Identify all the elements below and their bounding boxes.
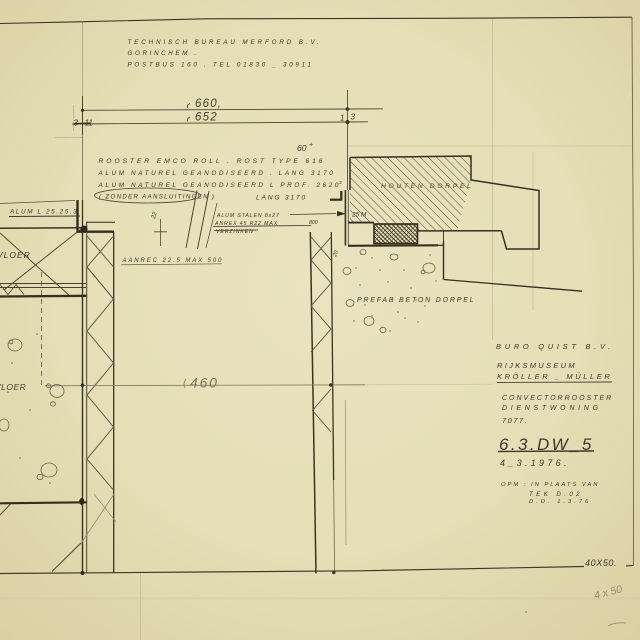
svg-text:ROOSTER EMCO ROLL . ROST: ROOSTER EMCO ROLL . ROST TYPE 616 (99, 158, 326, 165)
svg-text:TEK D.02: TEK D.02 (529, 491, 583, 498)
svg-text:VERZINKEN: VERZINKEN (216, 229, 254, 235)
svg-text:( ZONDER AANSLUITINGEN ): ( ZONDER AANSLUITINGEN ) (99, 194, 215, 201)
svg-text:660,: 660, (195, 98, 222, 110)
svg-text:D.D. 1.3.76: D.D. 1.3.76 (529, 499, 591, 505)
svg-text:40X50.: 40X50. (585, 558, 617, 568)
svg-text:LANG 3170: LANG 3170 (256, 195, 307, 202)
svg-text:DIENSTWONING: DIENSTWONING (502, 405, 602, 412)
svg-text:VLOER: VLOER (0, 250, 31, 260)
svg-text:60: 60 (297, 143, 307, 153)
svg-text:11: 11 (85, 119, 93, 128)
svg-text:HOUTEN DORPEL: HOUTEN DORPEL (381, 183, 473, 190)
svg-text:ALUM STALEN 8x27: ALUM STALEN 8x27 (216, 213, 280, 219)
svg-text:ALUM NATUREL GEANODISEERD: ALUM NATUREL GEANODISEERD L PROF. 2620 (98, 182, 342, 189)
svg-text:VLOER: VLOER (0, 382, 26, 392)
svg-text:4_3.1976.: 4_3.1976. (500, 458, 570, 468)
svg-text:KRÖLLER _ MÜLLER: KRÖLLER _ MÜLLER (497, 372, 612, 381)
svg-text:20: 20 (332, 249, 340, 259)
svg-text:ALUM NATUREL GEANODISEERD .: ALUM NATUREL GEANODISEERD . LANG 3170 (98, 170, 336, 177)
svg-text:CONVECTORROOSTER: CONVECTORROOSTER (502, 395, 613, 402)
svg-text:ANREX 45 R22 MAX: ANREX 45 R22 MAX (214, 221, 278, 227)
svg-text:BURO QUIST B.V.: BURO QUIST B.V. (496, 342, 614, 351)
svg-text:652: 652 (195, 112, 218, 124)
svg-text:3: 3 (74, 119, 79, 128)
svg-text:3: 3 (351, 113, 356, 122)
svg-text:800: 800 (309, 220, 318, 226)
svg-text:PREFAB BETON DORPEL: PREFAB BETON DORPEL (357, 297, 475, 304)
svg-text:TECHNISCH BUREAU MERFORD B.: TECHNISCH BUREAU MERFORD B.V. (128, 39, 322, 46)
svg-text:460: 460 (190, 375, 219, 391)
svg-text:AANREC 22.5 MAX 500: AANREC 22.5 MAX 500 (122, 258, 224, 264)
svg-text:+: + (309, 142, 313, 149)
svg-text:7077.: 7077. (502, 416, 528, 425)
svg-text:22: 22 (151, 211, 159, 221)
svg-text:POSTBUS 160 . TEL 01830 _ 3: POSTBUS 160 . TEL 01830 _ 30911 (128, 62, 314, 69)
svg-text:1: 1 (340, 114, 344, 123)
svg-text:ALUM L 25.25.3: ALUM L 25.25.3 (9, 209, 78, 216)
svg-text:RIJKSMUSEUM: RIJKSMUSEUM (497, 361, 577, 370)
svg-text:3: 3 (339, 180, 342, 186)
svg-text:6.3.DW_5: 6.3.DW_5 (499, 435, 594, 454)
svg-text:GORINCHEM .: GORINCHEM . (128, 50, 199, 57)
svg-text:OPM : IN PLAATS VAN: OPM : IN PLAATS VAN (501, 482, 599, 488)
